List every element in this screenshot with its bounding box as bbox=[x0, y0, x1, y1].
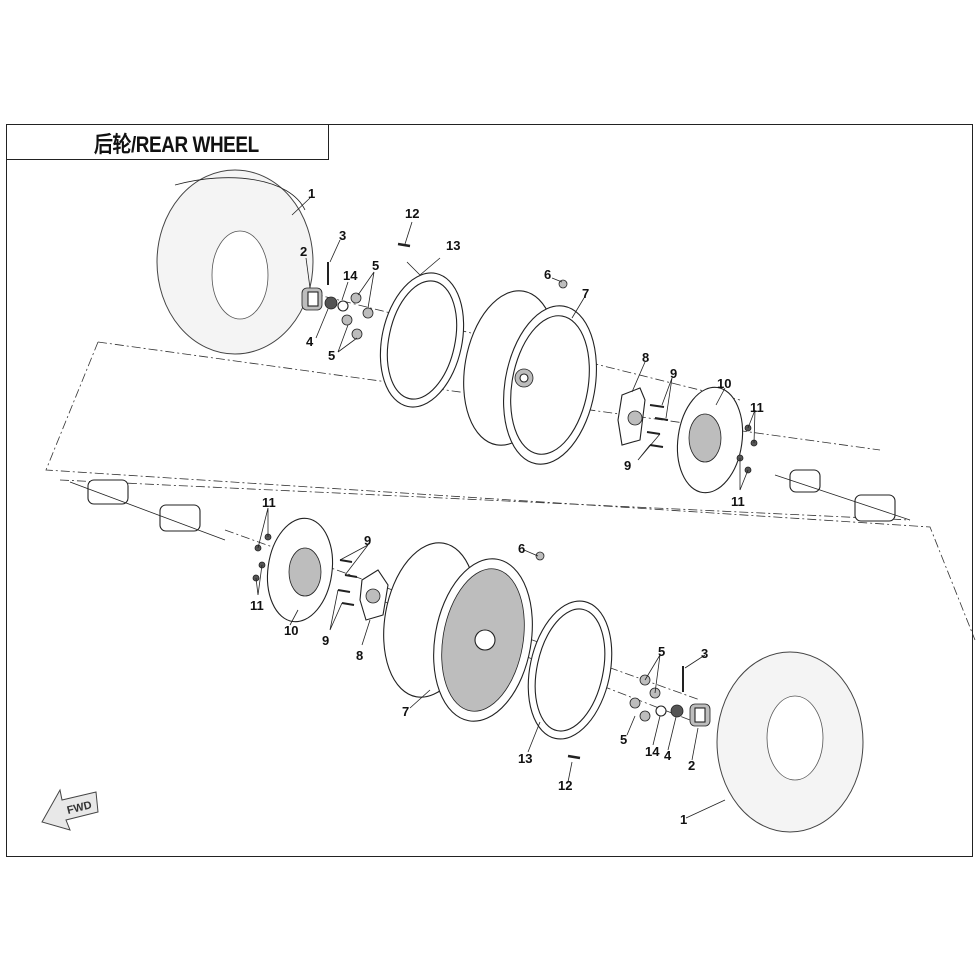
callout-washer: 14 bbox=[343, 268, 358, 283]
callout-disc-screw: 11 bbox=[262, 495, 276, 510]
callout-hub: 8 bbox=[356, 648, 363, 663]
bolt-bottom bbox=[567, 754, 581, 760]
lug-nuts-top bbox=[341, 292, 374, 340]
callout-stud: 9 bbox=[670, 366, 677, 381]
studs-top bbox=[646, 404, 669, 448]
callout-cotter-pin: 3 bbox=[701, 646, 708, 661]
callout-brake-disc: 10 bbox=[717, 376, 731, 391]
callout-disc-screw: 11 bbox=[750, 400, 764, 415]
hub-cap-bottom bbox=[689, 703, 711, 727]
callout-hub-cap: 2 bbox=[688, 758, 695, 773]
tire-bottom bbox=[716, 651, 864, 833]
fwd-label: FWD bbox=[66, 799, 93, 817]
axle-nut-bottom bbox=[670, 704, 684, 718]
callout-disc-screw: 11 bbox=[250, 598, 264, 613]
callout-tire: 1 bbox=[308, 186, 315, 201]
callout-rim: 7 bbox=[402, 704, 409, 719]
callout-stud: 9 bbox=[624, 458, 631, 473]
callout-lug-nut: 5 bbox=[372, 258, 379, 273]
rim-bottom bbox=[383, 542, 533, 722]
beadlock-ring-top bbox=[379, 272, 465, 408]
tire-top bbox=[156, 169, 314, 355]
washer-bottom bbox=[655, 705, 667, 717]
callout-lug-nut: 5 bbox=[658, 644, 665, 659]
callout-beadlock-ring: 13 bbox=[518, 751, 532, 766]
callout-axle-nut: 4 bbox=[664, 748, 672, 763]
callout-stud: 9 bbox=[364, 533, 371, 548]
callout-valve: 6 bbox=[518, 541, 525, 556]
callout-bolt: 12 bbox=[405, 206, 419, 221]
hub-bottom bbox=[359, 569, 389, 621]
hub-cap-top bbox=[301, 287, 323, 311]
callout-axle-nut: 4 bbox=[306, 334, 314, 349]
callout-hub: 8 bbox=[642, 350, 649, 365]
callout-cotter-pin: 3 bbox=[339, 228, 346, 243]
callout-bolt: 12 bbox=[558, 778, 572, 793]
valve-bottom bbox=[535, 551, 545, 561]
callout-stud: 9 bbox=[322, 633, 329, 648]
callout-washer: 14 bbox=[645, 744, 660, 759]
callout-lug-nut: 5 bbox=[328, 348, 335, 363]
callout-tire: 1 bbox=[680, 812, 687, 827]
callout-beadlock-ring: 13 bbox=[446, 238, 460, 253]
beadlock-ring-bottom bbox=[527, 600, 613, 740]
leader-lines bbox=[255, 197, 756, 819]
forward-arrow-icon: FWD bbox=[41, 788, 99, 831]
studs-bottom bbox=[337, 559, 358, 606]
callout-disc-screw: 11 bbox=[731, 494, 745, 509]
disc-screws-bottom bbox=[252, 533, 272, 582]
brake-disc-top bbox=[676, 386, 744, 494]
bolt-top bbox=[397, 242, 411, 248]
callout-hub-cap: 2 bbox=[300, 244, 307, 259]
callout-rim: 7 bbox=[582, 286, 589, 301]
washer-top bbox=[337, 300, 349, 312]
title-box bbox=[6, 124, 329, 160]
callout-valve: 6 bbox=[544, 267, 551, 282]
callout-lug-nut: 5 bbox=[620, 732, 627, 747]
page-title: 后轮/REAR WHEEL bbox=[94, 132, 259, 157]
axle-nut-top bbox=[324, 296, 338, 310]
callout-labels: 1 2 3 14 5 4 5 12 13 6 7 8 9 9 10 11 11 … bbox=[250, 186, 764, 827]
rim-top bbox=[463, 290, 597, 465]
brake-disc-bottom bbox=[266, 517, 334, 623]
drawing-frame bbox=[6, 124, 973, 857]
lug-nuts-bottom bbox=[629, 674, 661, 722]
drive-shaft-right bbox=[774, 469, 911, 522]
drive-shaft-left bbox=[69, 479, 226, 541]
hub-top bbox=[617, 387, 646, 446]
callout-brake-disc: 10 bbox=[284, 623, 298, 638]
